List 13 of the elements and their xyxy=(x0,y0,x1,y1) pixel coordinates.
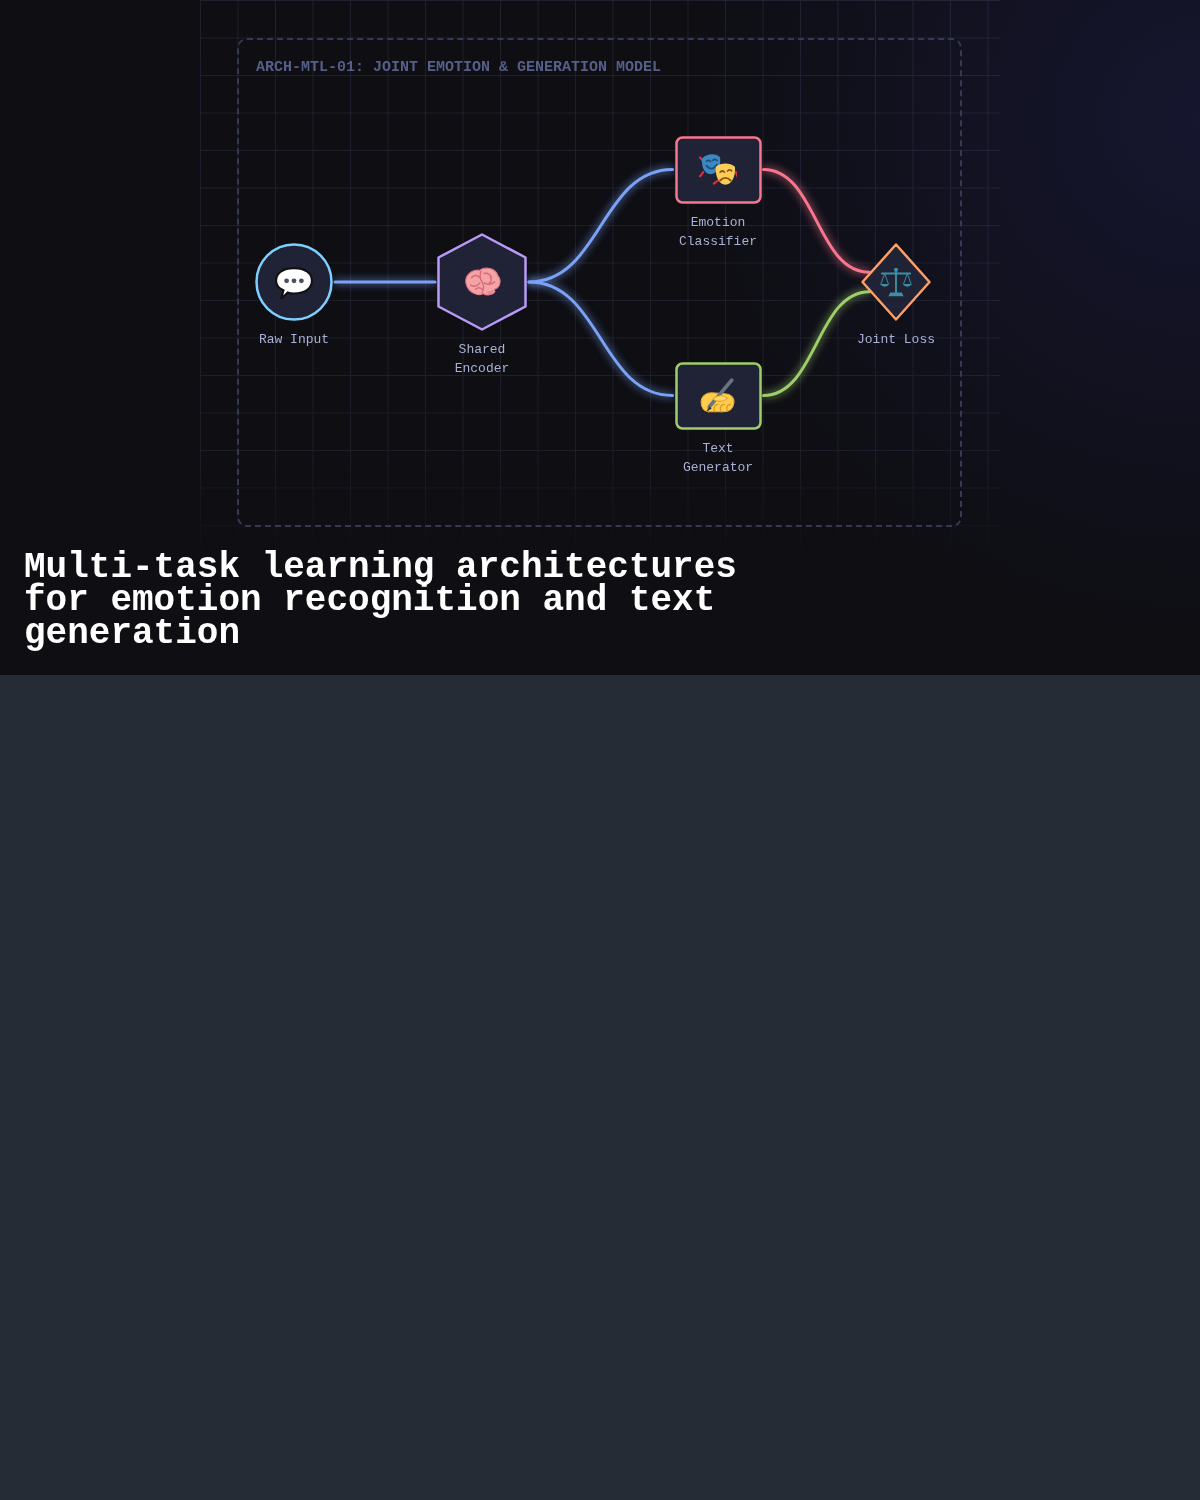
node-label: Raw Input xyxy=(258,331,330,349)
connector-line xyxy=(762,290,871,397)
connector-line xyxy=(333,280,437,284)
frame-title: ARCH-MTL-01: JOINT EMOTION & GENERATION MODEL xyxy=(256,58,662,78)
connector-line xyxy=(762,168,871,274)
node-label: Joint Loss xyxy=(857,331,935,349)
node-label: Shared Encoder xyxy=(453,341,511,378)
connector-line xyxy=(527,168,674,284)
node-label: Text Generator xyxy=(681,439,755,477)
node-label: Emotion Classifier xyxy=(678,213,758,251)
dashed-frame xyxy=(237,38,962,527)
page-title: Multi-task learning architectures for emotion recognition and text generation xyxy=(24,551,738,650)
connector-line xyxy=(527,280,674,397)
